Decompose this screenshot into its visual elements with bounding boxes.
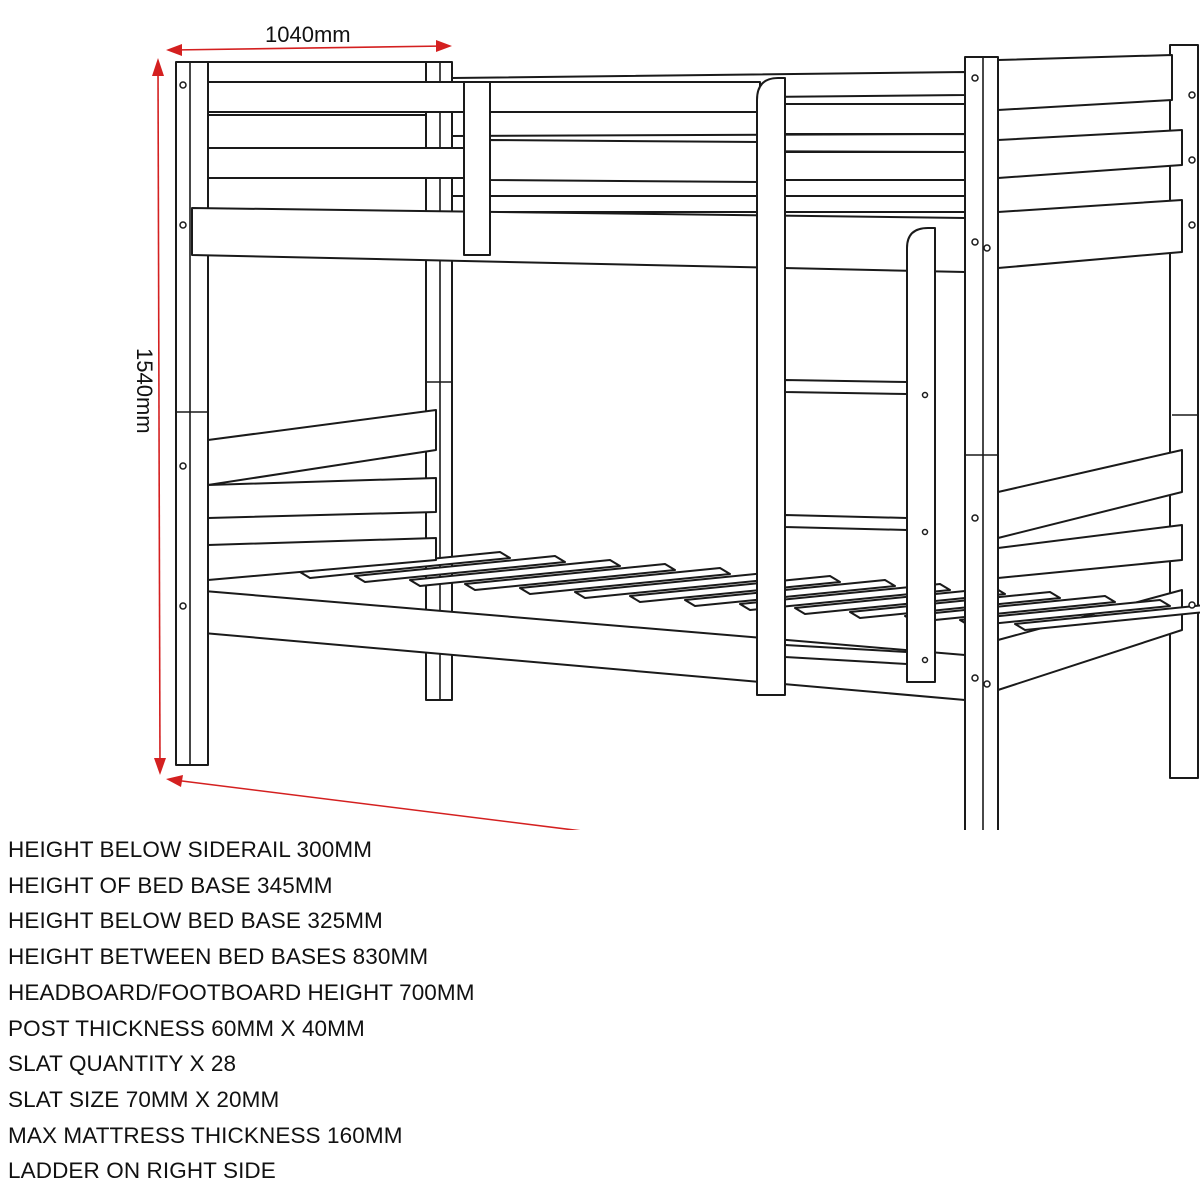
spec-item: HEIGHT BELOW BED BASE 325MM: [8, 908, 383, 934]
lower-footboard: [997, 449, 1183, 691]
slat: [464, 563, 676, 591]
slat: [739, 583, 951, 611]
spec-item: SLAT QUANTITY X 28: [8, 1051, 237, 1077]
slat: [1014, 604, 1200, 631]
spec-item: HEADBOARD/FOOTBOARD HEIGHT 700MM: [8, 979, 475, 1005]
back-right-post: [1169, 44, 1199, 779]
spec-item: HEIGHT BETWEEN BED BASES 830MM: [8, 944, 429, 970]
length-dimension: 1980mm: [166, 775, 617, 830]
front-right-post: [964, 56, 1196, 830]
spec-item: HEIGHT OF BED BASE 345MM: [8, 872, 333, 898]
slat: [409, 559, 621, 587]
lower-headboard: [207, 409, 437, 581]
spec-item: HEIGHT BELOW SIDERAIL 300MM: [8, 837, 373, 862]
specifications-list: HEIGHT BELOW SIDERAIL 300MM HEIGHT OF BE…: [8, 832, 475, 1189]
height-dimension: 1540mm: [132, 58, 166, 775]
width-label: 1040mm: [265, 22, 351, 47]
spec-item: LADDER ON RIGHT SIDE: [8, 1158, 276, 1184]
front-left-post: [175, 61, 209, 766]
bunk-bed-drawing: 1040mm 1540mm 1980mm: [132, 22, 1200, 830]
upper-headboard: [189, 61, 491, 179]
slat: [519, 567, 731, 595]
spec-item: MAX MATTRESS THICKNESS 160MM: [8, 1122, 403, 1148]
ladder: [756, 77, 936, 696]
width-dimension: 1040mm: [166, 22, 452, 56]
spec-item: POST THICKNESS 60MM X 40MM: [8, 1015, 365, 1041]
upper-footboard: [997, 54, 1183, 269]
height-label: 1540mm: [132, 348, 157, 434]
upper-front-rail: [191, 207, 966, 273]
spec-item: SLAT SIZE 70MM X 20MM: [8, 1086, 280, 1112]
slat: [684, 579, 896, 607]
slat: [354, 555, 566, 583]
